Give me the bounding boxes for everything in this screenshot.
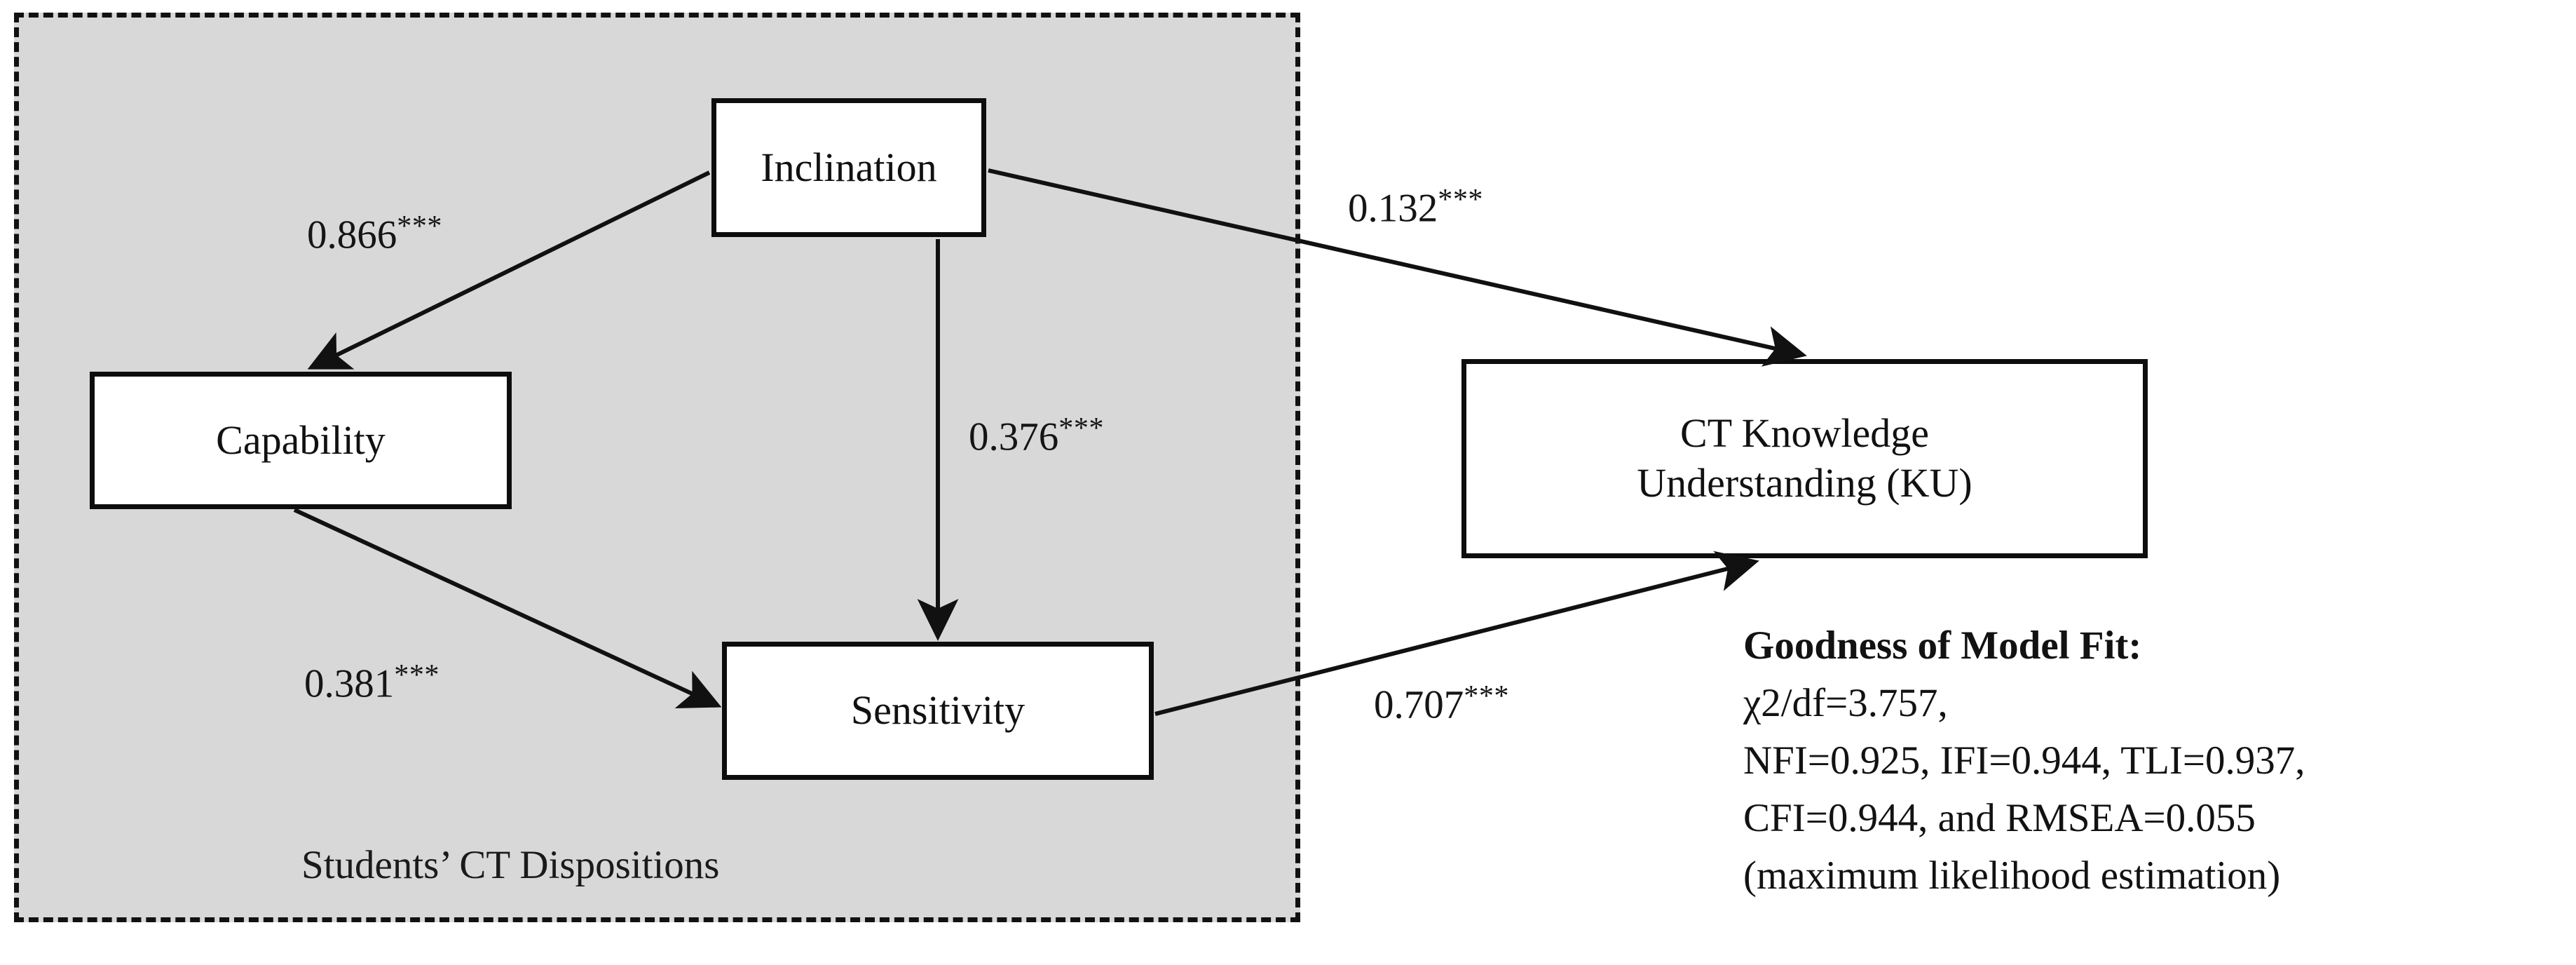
node-sensitivity[interactable]: Sensitivity: [722, 642, 1154, 780]
node-capability[interactable]: Capability: [90, 372, 512, 509]
edge-significance-inclination-ku: ***: [1438, 183, 1484, 216]
node-ku-label-line2: Understanding (KU): [1637, 460, 1972, 506]
edge-label-inclination-capability: 0.866***: [307, 210, 443, 257]
edge-coefficient-capability-sensitivity: 0.381: [304, 661, 395, 706]
node-sensitivity-label: Sensitivity: [850, 687, 1025, 734]
node-inclination[interactable]: Inclination: [711, 98, 986, 237]
group-region-caption: Students’ CT Dispositions: [301, 843, 720, 887]
model-fit-line-chi-square: χ2/df=3.757,: [1743, 681, 1948, 726]
model-fit-line-nfi-ifi-tli: NFI=0.925, IFI=0.944, TLI=0.937,: [1743, 738, 2305, 783]
model-fit-block: Goodness of Model Fit: χ2/df=3.757, NFI=…: [1743, 617, 2570, 905]
edge-label-capability-sensitivity: 0.381***: [304, 659, 440, 706]
model-fit-line-estimation-method: (maximum likelihood estimation): [1743, 853, 2281, 898]
model-fit-line-cfi-rmsea: CFI=0.944, and RMSEA=0.055: [1743, 796, 2256, 841]
edge-significance-sensitivity-ku: ***: [1464, 680, 1510, 713]
edge-coefficient-sensitivity-ku: 0.707: [1374, 682, 1464, 727]
node-inclination-label: Inclination: [761, 144, 937, 190]
edge-significance-inclination-capability: ***: [397, 210, 443, 243]
node-ct-knowledge-understanding[interactable]: CT Knowledge Understanding (KU): [1461, 359, 2148, 558]
model-fit-heading: Goodness of Model Fit:: [1743, 623, 2142, 668]
edge-coefficient-inclination-ku: 0.132: [1348, 186, 1438, 231]
edge-coefficient-inclination-sensitivity: 0.376: [969, 414, 1059, 459]
edge-label-inclination-ku: 0.132***: [1348, 183, 1484, 231]
edge-coefficient-inclination-capability: 0.866: [307, 212, 397, 257]
edge-significance-inclination-sensitivity: ***: [1058, 412, 1105, 445]
node-ku-label-line1: CT Knowledge: [1680, 410, 1929, 457]
node-capability-label: Capability: [216, 417, 386, 463]
edge-significance-capability-sensitivity: ***: [394, 659, 440, 691]
node-ku-label: CT Knowledge Understanding (KU): [1637, 409, 1972, 508]
edge-label-sensitivity-ku: 0.707***: [1374, 680, 1510, 727]
edge-label-inclination-sensitivity: 0.376***: [969, 412, 1105, 459]
